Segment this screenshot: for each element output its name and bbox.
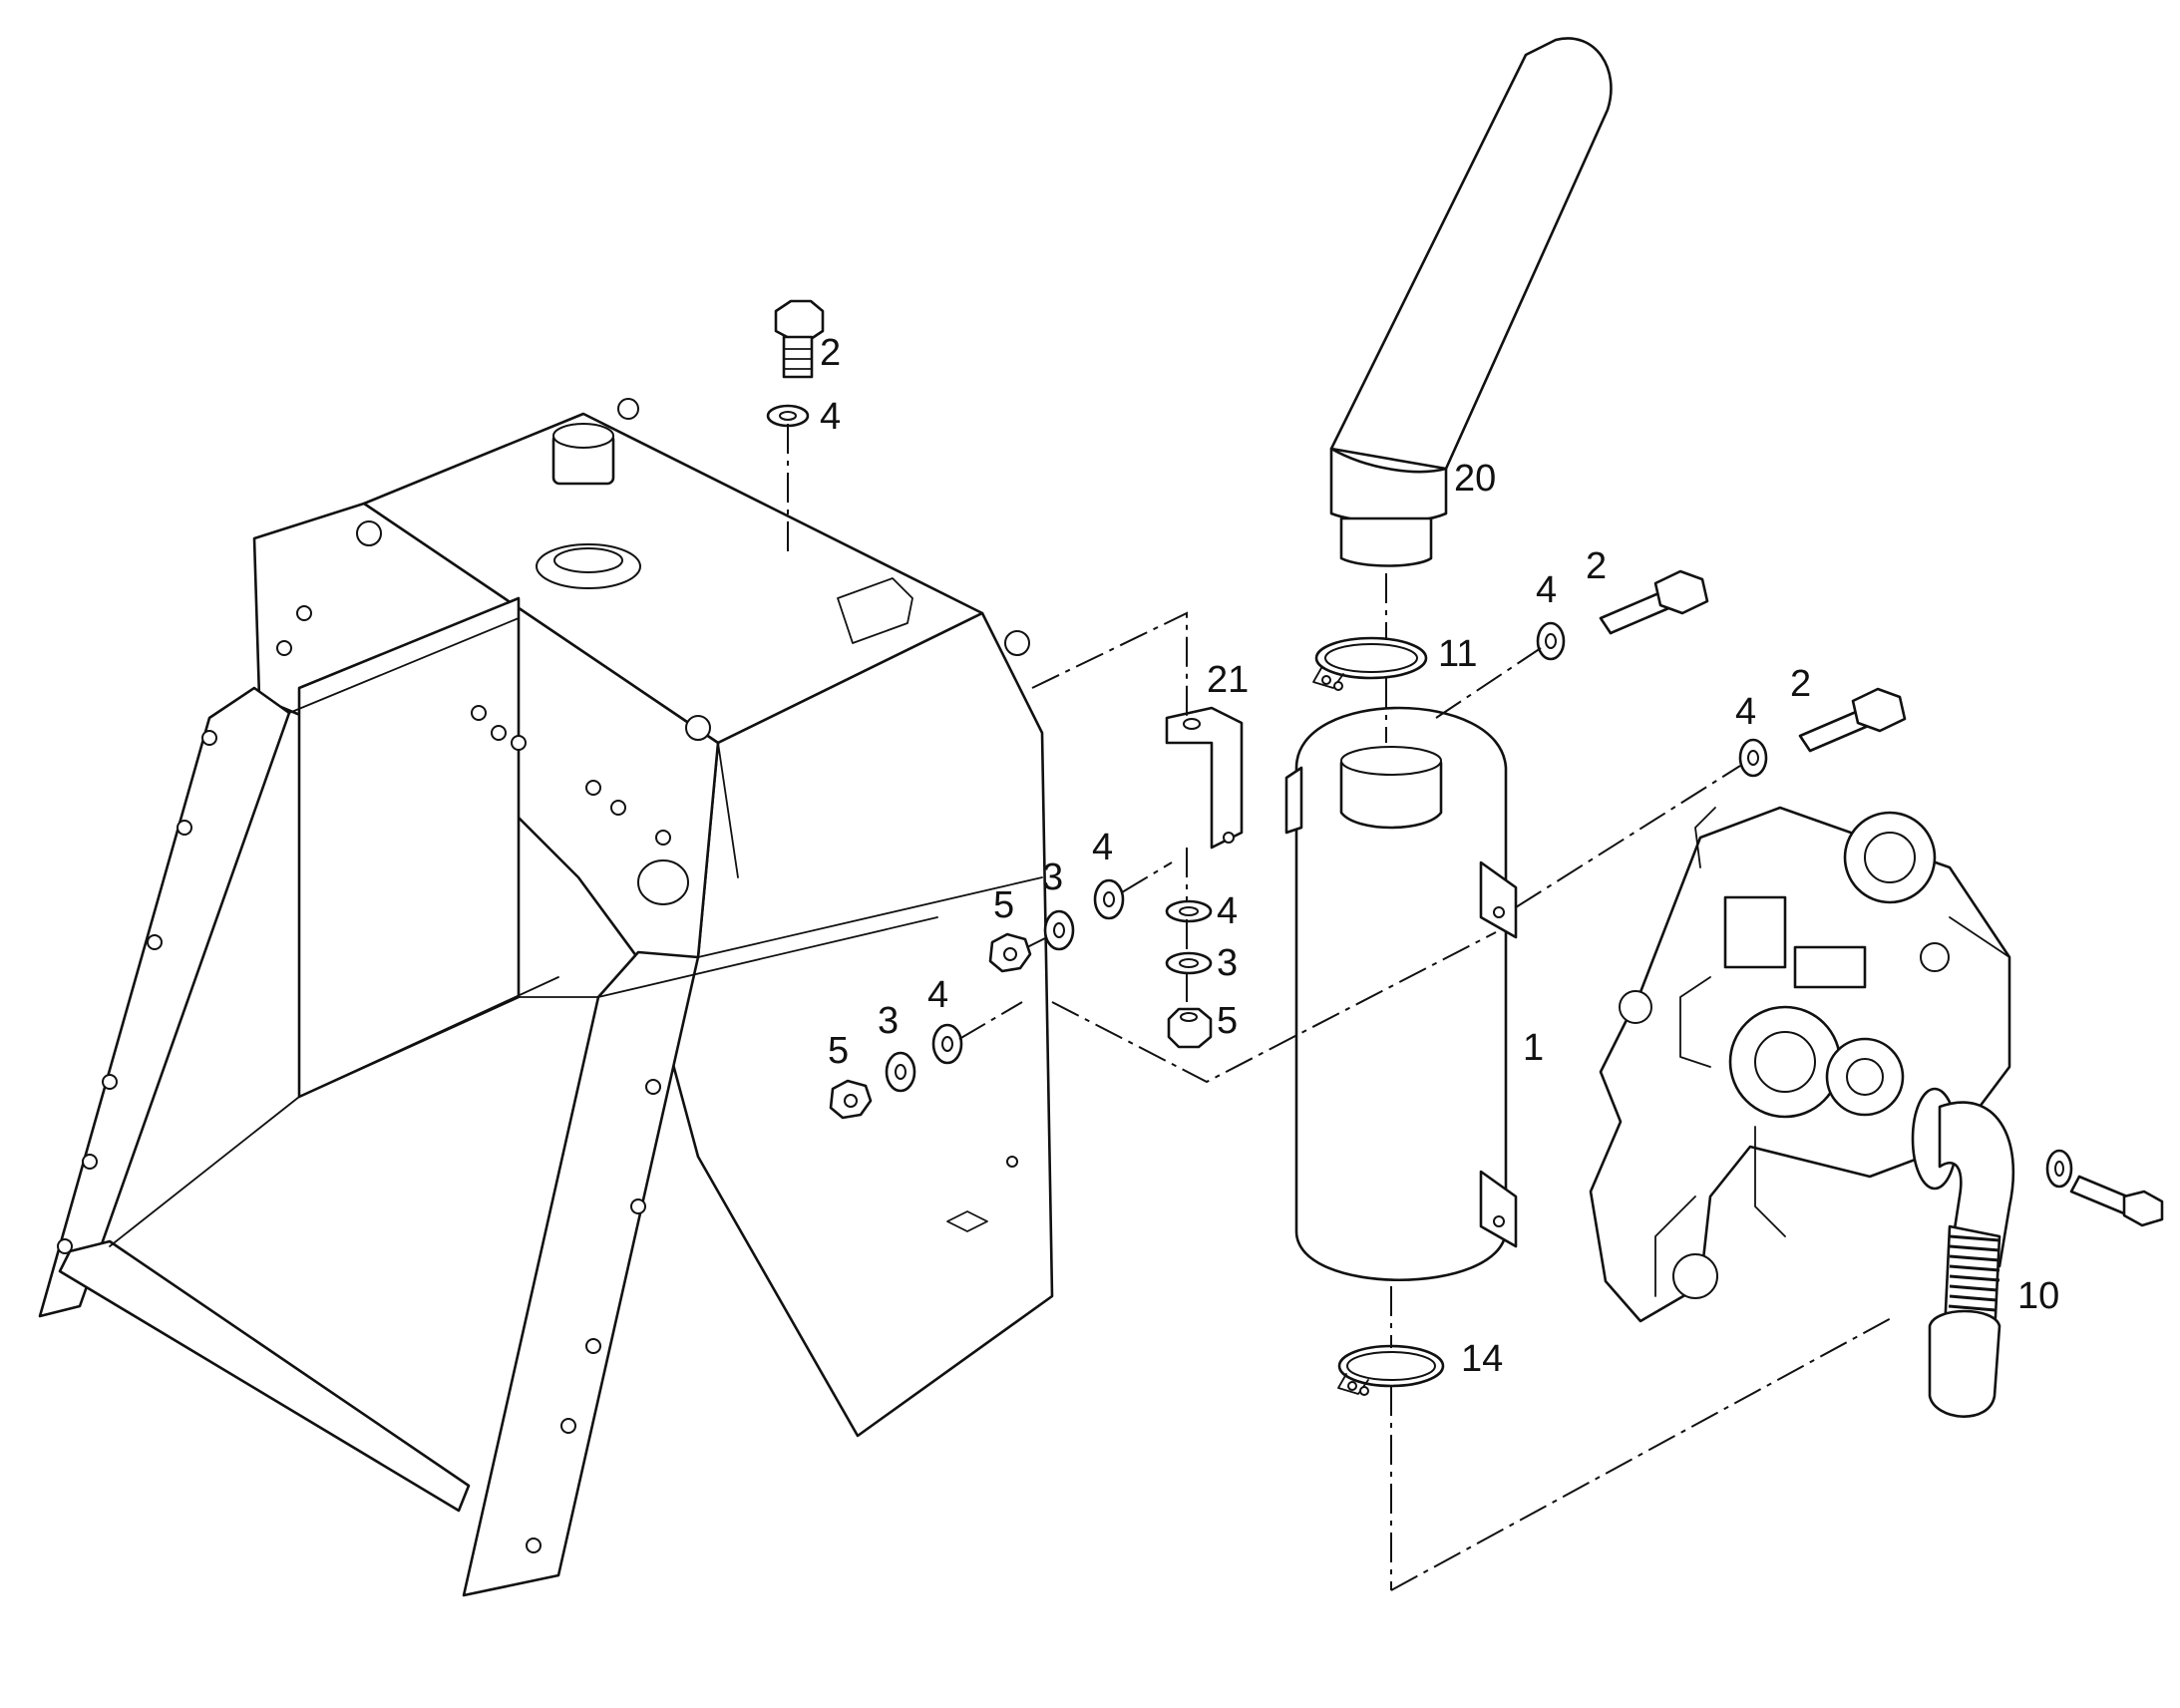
- bolt-top: [774, 299, 825, 379]
- callout-4-top-washer: 4: [820, 396, 841, 438]
- callout-3-row2-washer: 3: [878, 1000, 899, 1042]
- bolt-right-upper: [1599, 569, 1709, 635]
- callout-5-stack-nut: 5: [1217, 1000, 1238, 1042]
- washer-4-stack: [1165, 899, 1213, 923]
- callout-4-row1-washer: 4: [1092, 827, 1113, 868]
- callout-3-row1-washer: 3: [1042, 856, 1063, 898]
- callout-4-middle-washer: 4: [1735, 691, 1756, 733]
- washer-elbow: [2045, 1149, 2073, 1189]
- washer-3-row2: [885, 1051, 916, 1093]
- callout-21-bracket: 21: [1207, 659, 1249, 701]
- callout-3-stack-washer: 3: [1217, 942, 1238, 984]
- callout-2-upper-bolt: 2: [1586, 545, 1607, 587]
- washer-3-row1: [1043, 909, 1075, 951]
- exhaust-elbow: [1911, 1087, 2015, 1418]
- callout-2-top-bolt: 2: [820, 332, 841, 374]
- callout-11-upper-clamp: 11: [1438, 633, 1477, 675]
- engine-assembly: [1589, 806, 2011, 1323]
- tailpipe: [1329, 37, 1613, 567]
- bracket-21: [1165, 706, 1244, 850]
- washer-4-row2: [931, 1023, 963, 1065]
- washer-3-stack: [1165, 951, 1213, 975]
- callout-4-row2-washer: 4: [927, 974, 948, 1016]
- muffler: [1284, 706, 1518, 1281]
- callout-4-stack-washer: 4: [1217, 890, 1238, 932]
- bolt-right-middle: [1798, 687, 1907, 753]
- callout-5-row1-nut: 5: [993, 884, 1014, 926]
- washer-right-middle: [1738, 738, 1768, 778]
- bolt-elbow: [2069, 1175, 2164, 1227]
- clamp-upper: [1312, 636, 1428, 691]
- callout-5-row2-nut: 5: [828, 1030, 849, 1072]
- nut-5-stack: [1167, 1007, 1213, 1049]
- callout-14-lower-clamp: 14: [1461, 1338, 1503, 1380]
- hood-frame: [38, 398, 1054, 1597]
- nut-5-row1: [988, 932, 1032, 973]
- washer-top: [766, 404, 810, 428]
- callout-1-muffler: 1: [1523, 1027, 1544, 1069]
- callout-10-elbow: 10: [2017, 1275, 2059, 1317]
- nut-5-row2: [829, 1079, 873, 1120]
- washer-right-upper: [1536, 621, 1566, 661]
- callout-4-upper-washer: 4: [1536, 569, 1557, 611]
- callout-2-middle-bolt: 2: [1790, 663, 1811, 705]
- washer-4-row1: [1093, 878, 1125, 920]
- assembly-guide-lines: [787, 424, 1896, 1591]
- callout-20-tailpipe: 20: [1454, 458, 1496, 500]
- callout-labels: 2 4 20 4 2 11 21 2 4 4 3 5 4 3 5 1 4 3 5…: [820, 332, 2059, 1380]
